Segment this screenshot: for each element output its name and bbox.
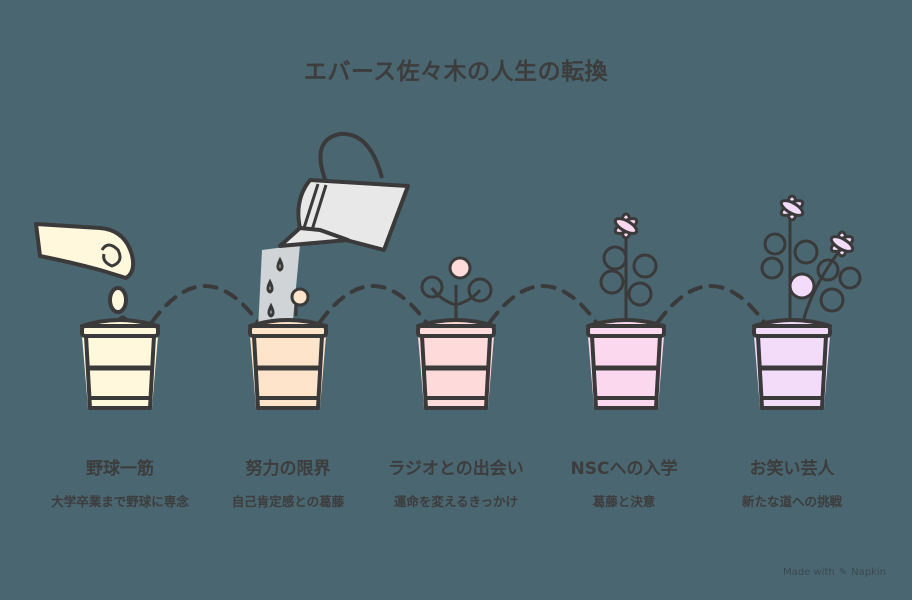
napkin-logo-icon: ✎ — [838, 567, 848, 578]
step-title: NSCへの入学 — [570, 459, 678, 479]
step-1: 野球一筋 大学卒業まで野球に専念 — [45, 458, 195, 512]
step-2: 努力の限界 自己肯定感との葛藤 — [213, 458, 363, 512]
step-title: お笑い芸人 — [749, 459, 835, 479]
watermark-prefix: Made with — [783, 567, 835, 578]
napkin-watermark[interactable]: Made with ✎ Napkin — [783, 567, 886, 578]
step-description: 新たな道への挑戦 — [741, 494, 842, 509]
step-description: 葛藤と決意 — [592, 494, 656, 509]
step-description: 自己肯定感との葛藤 — [231, 494, 345, 509]
watermark-brand: Napkin — [851, 567, 886, 578]
diagram-title: エバース佐々木の人生の転換 — [303, 59, 609, 85]
step-title: ラジオとの出会い — [388, 459, 524, 479]
hand-planting-seed-icon — [34, 222, 158, 408]
step-3: ラジオとの出会い 運命を変えるきっかけ — [381, 458, 531, 512]
flowering-plant-icon — [588, 212, 664, 408]
seedling-icon — [418, 256, 494, 408]
step-5: お笑い芸人 新たな道への挑戦 — [717, 458, 867, 512]
step-4: NSCへの入学 葛藤と決意 — [549, 458, 699, 512]
step-title: 野球一筋 — [86, 459, 154, 479]
connector-arcs — [150, 284, 766, 324]
step-description: 運命を変えるきっかけ — [393, 494, 519, 509]
step-description: 大学卒業まで野球に専念 — [51, 494, 189, 509]
watering-can-sprout-icon — [250, 131, 410, 408]
step-title: 努力の限界 — [245, 459, 331, 479]
blooming-plant-icon — [754, 194, 862, 408]
